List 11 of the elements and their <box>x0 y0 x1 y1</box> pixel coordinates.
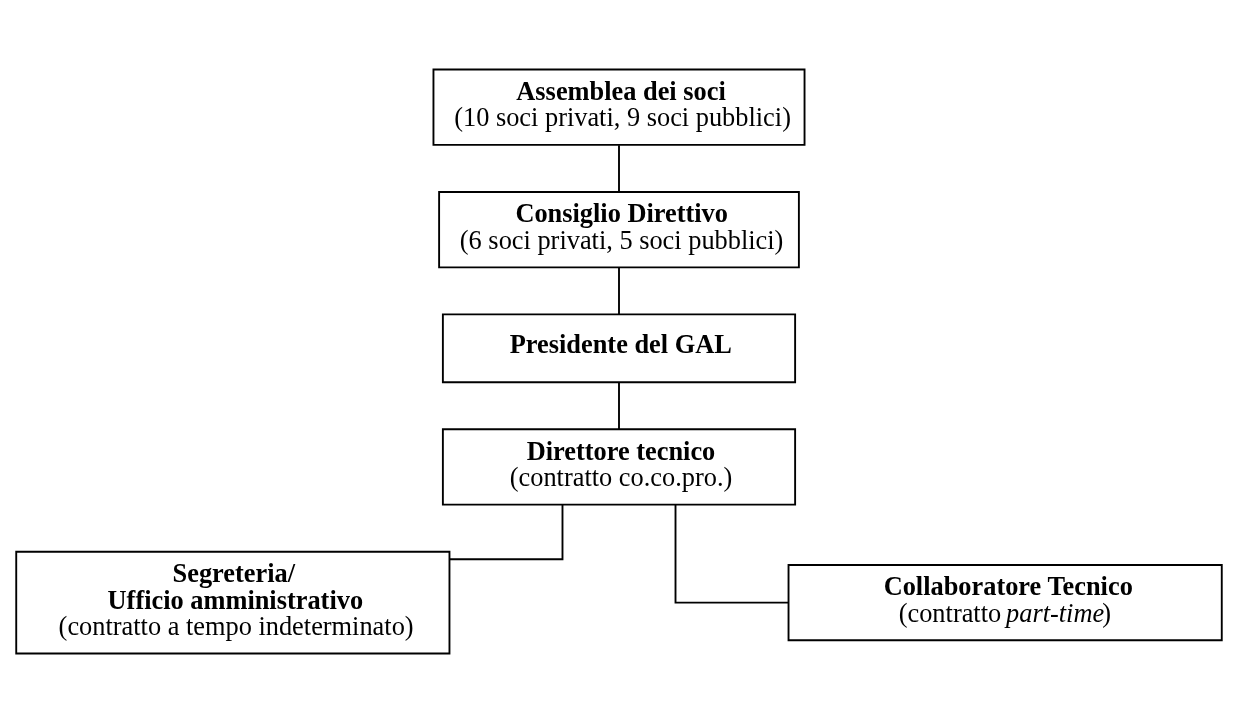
node-box: Assemblea dei soci (10 soci privati, 9 soci pubblici) <box>432 68 806 146</box>
node-box: Direttore tecnico (contratto co.co.pro.) <box>441 427 797 506</box>
connector <box>618 266 620 315</box>
node-box: Segreteria/ Ufficio amministrativo (contratto a tempo indeterminato) <box>15 550 451 654</box>
connector <box>618 143 620 192</box>
node-box: Consiglio Direttivo (6 soci privati, 5 soci pubblici) <box>438 190 800 268</box>
connector <box>618 381 620 430</box>
connector <box>449 503 564 560</box>
node-box: Collaboratore Tecnico (contratto part-time) <box>787 563 1223 641</box>
node-box: Presidente del GAL <box>441 312 797 383</box>
connector <box>674 503 789 604</box>
